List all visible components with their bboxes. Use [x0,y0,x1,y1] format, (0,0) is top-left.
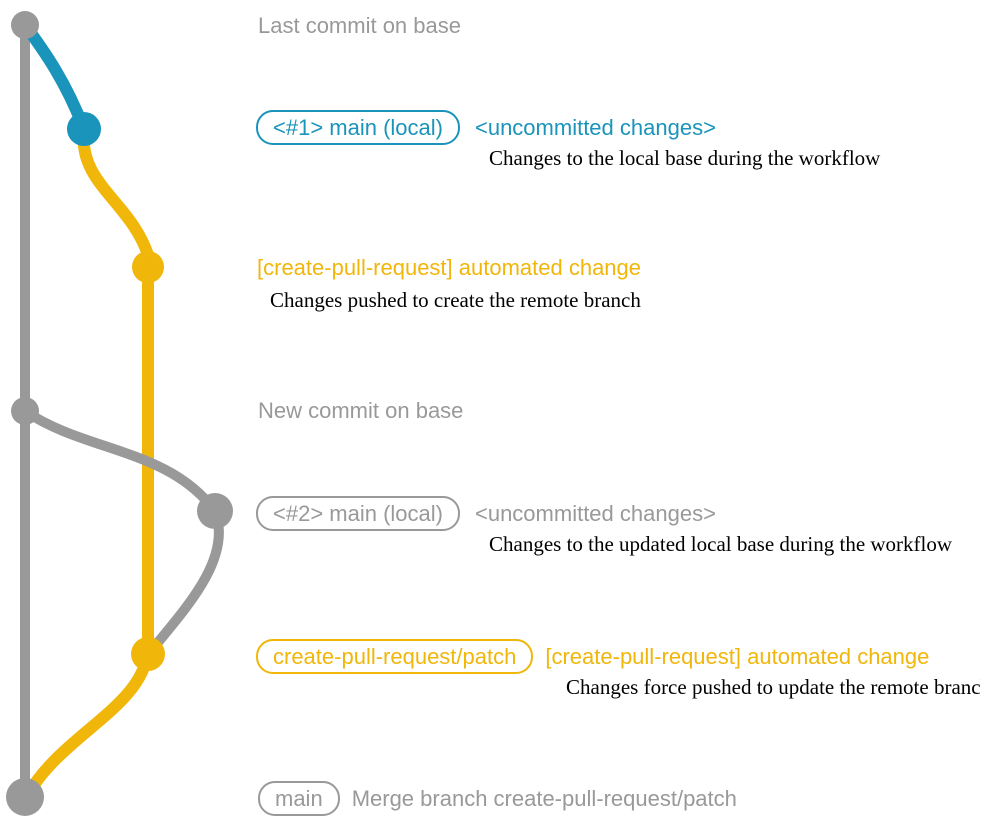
commit-dot-new-base [11,397,39,425]
branch-badge-main: main [258,781,340,816]
updated-local-main-line [20,406,220,516]
commit-dot-automated-change-1 [132,251,164,283]
patch-branch-line [21,127,154,802]
branch-badge-create-pull-request-patch: create-pull-request/patch [256,639,534,674]
branch-badge-main-local-2: <#2> main (local) [256,496,460,531]
commit-dot-automated-change-2 [131,637,165,671]
commit-dot-main-local-2 [197,493,233,529]
note-last-commit-on-base: Last commit on base [258,13,461,38]
branch-badge-main-local-1: <#1> main (local) [256,110,460,145]
commit-message-merge-branch: Merge branch create-pull-request/patch [351,785,737,811]
status-uncommitted-changes-1: <uncommitted changes> [474,114,716,140]
commit-message-automated-change-1: [create-pull-request] automated change [257,255,642,280]
commit-dot-merge [6,778,44,816]
commit-dot-main-local-1 [67,112,101,146]
status-uncommitted-changes-2: <uncommitted changes> [474,500,716,526]
force-push-line [145,506,224,657]
desc-pushed-to-create-remote: Changes pushed to create the remote bran… [270,288,641,312]
desc-updated-local-base-changes: Changes to the updated local base during… [489,532,953,556]
commit-dot-last-base [11,11,39,39]
desc-force-pushed-to-update-remote: Changes force pushed to update the remot… [566,675,981,699]
desc-local-base-changes: Changes to the local base during the wor… [489,146,881,170]
commit-message-automated-change-2: [create-pull-request] automated change [545,643,930,669]
note-new-commit-on-base: New commit on base [258,398,464,423]
local-main-branch-line [19,19,90,135]
